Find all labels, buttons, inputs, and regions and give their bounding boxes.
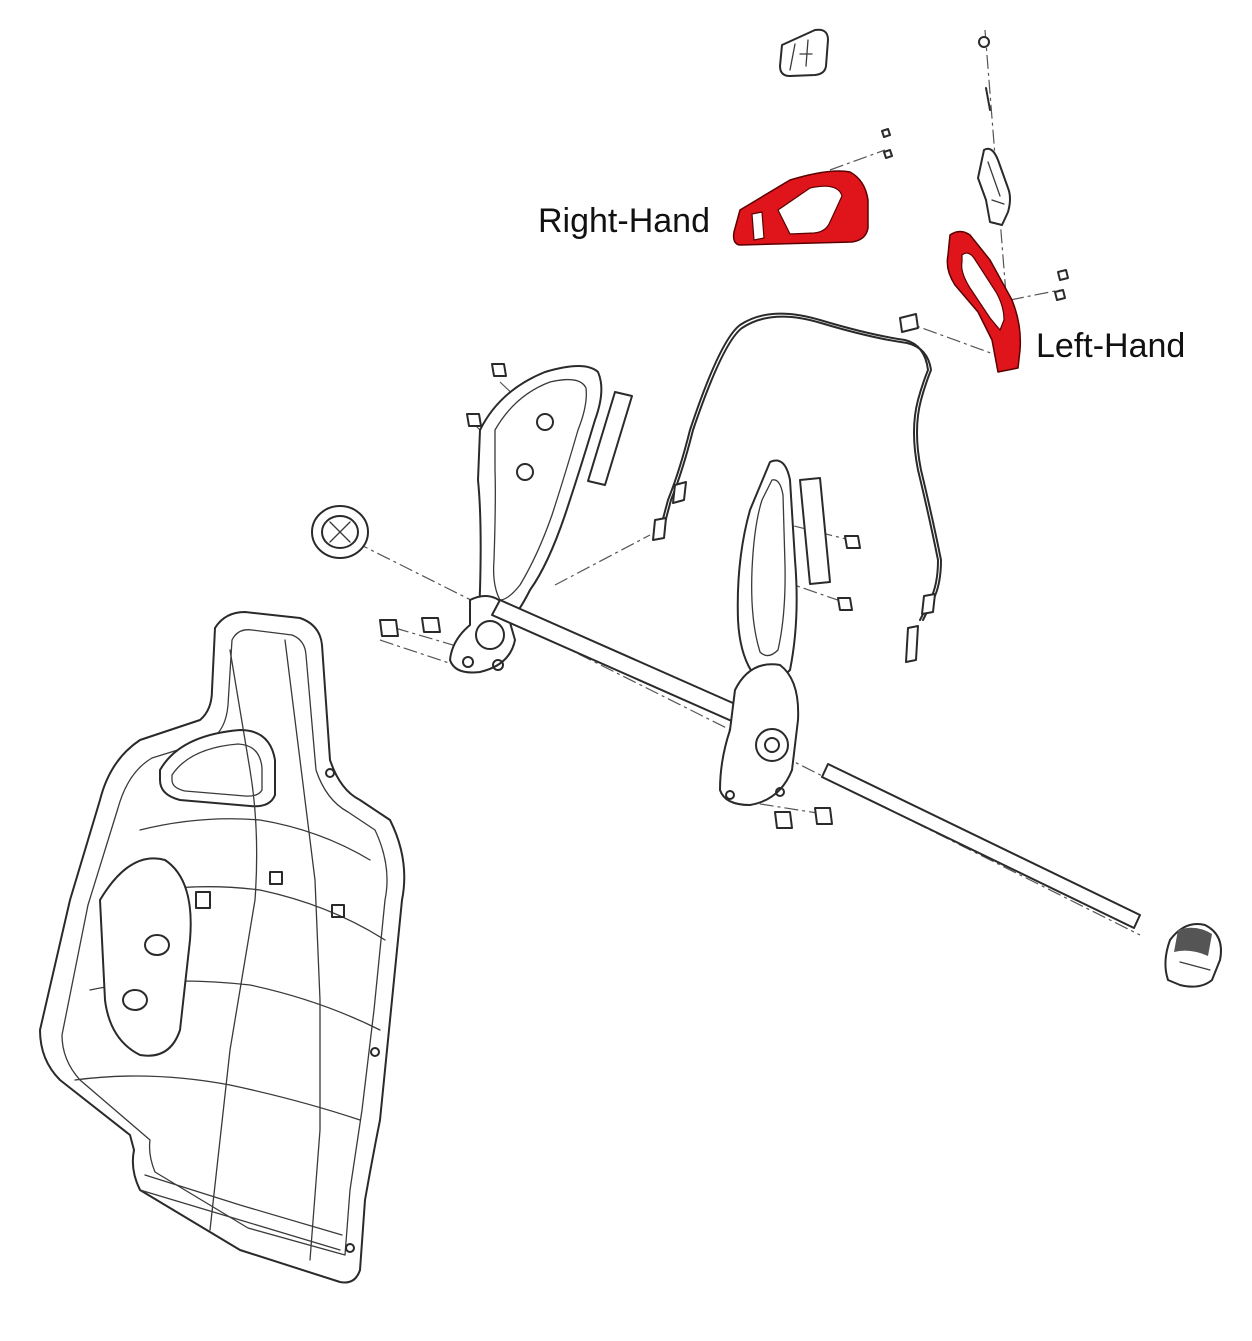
adjuster-knob [1164, 923, 1222, 988]
right-hand-trim-panel [732, 170, 869, 246]
release-cable [652, 312, 942, 663]
fastener-screws-upper [881, 36, 1069, 301]
left-hand-trim-panel [946, 230, 1022, 373]
cross-tube [491, 599, 761, 731]
trim-strips [587, 391, 831, 585]
adjuster-rod [821, 763, 1141, 929]
fastener-bolts [379, 363, 861, 829]
left-hand-label: Left-Hand [1036, 327, 1185, 365]
pivot-cover-disc [311, 505, 369, 559]
seat-back-shell [39, 611, 406, 1284]
recliner-release-lever [977, 147, 1011, 226]
right-hand-label: Right-Hand [538, 202, 710, 240]
right-recliner-bracket [719, 459, 800, 806]
top-cover-cap [779, 28, 829, 77]
